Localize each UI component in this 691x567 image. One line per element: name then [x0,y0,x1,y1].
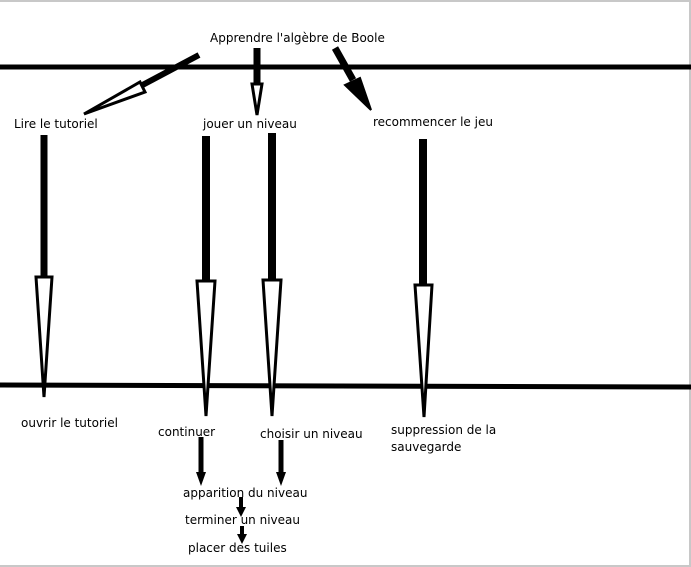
step-level-appears-label: apparition du niveau [183,486,308,500]
frame-right-edge [689,0,691,567]
arrow-play-to-choose [261,133,283,417]
arrow-continue-to-appear [196,437,206,486]
root-goal-label: Apprendre l'algèbre de Boole [210,31,385,45]
frame-bottom-edge [0,565,691,567]
frame-top-edge [0,0,691,2]
arrow-finish-to-place [237,526,247,544]
arrow-play-to-continue [195,136,217,417]
result-continue-label: continuer [158,425,216,439]
bottom-lane-line [0,382,691,390]
arrow-choose-to-appear [276,440,286,486]
action-read-tutorial-label: Lire le tutoriel [14,117,98,131]
result-open-tutorial-label: ouvrir le tutoriel [21,416,118,430]
arrow-appear-to-finish [236,497,246,517]
arrow-root-to-restart [331,46,372,111]
arrow-restart-to-delete [413,139,434,418]
result-choose-level-label: choisir un niveau [260,427,363,441]
step-finish-level-label: terminer un niveau [185,513,300,527]
arrow-tutorial-to-open [34,135,54,398]
arrow-root-to-tutorial [83,52,201,116]
arrow-root-to-play [250,48,264,116]
action-play-level-label: jouer un niveau [203,117,297,131]
action-restart-game-label: recommencer le jeu [373,115,493,129]
step-place-tiles-label: placer des tuiles [188,541,287,555]
result-delete-save-label: suppression de la sauvegarde [391,423,497,454]
